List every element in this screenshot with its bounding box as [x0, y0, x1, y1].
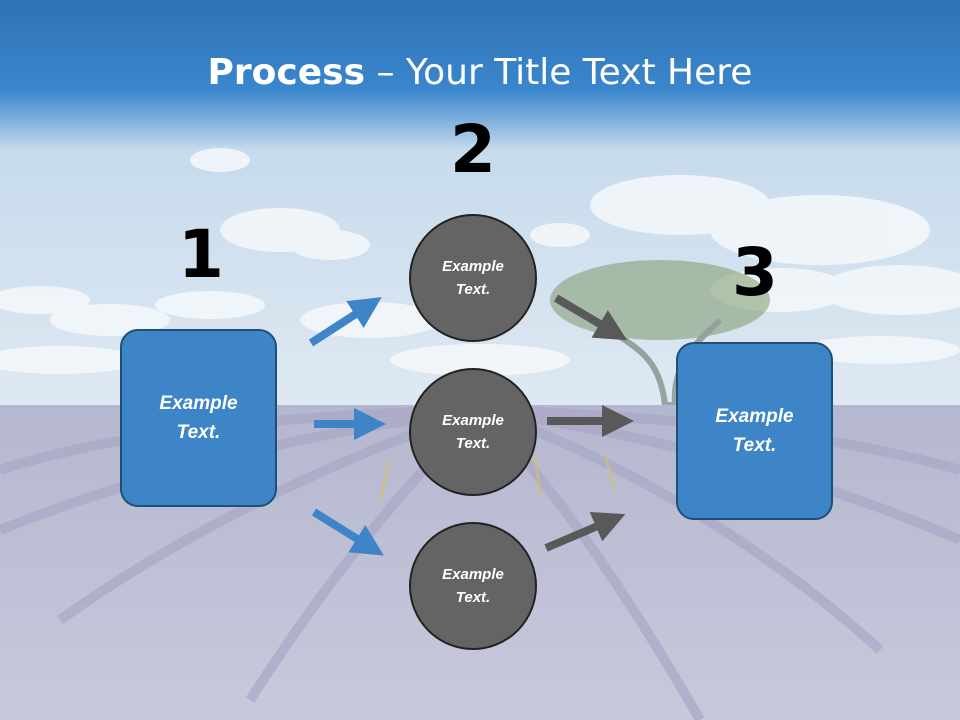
step-2-circle-middle-text: Example Text.: [442, 412, 504, 452]
step-number-2: 2: [450, 111, 496, 188]
step-2-circle-bottom: Example Text.: [409, 522, 537, 650]
step-2-circle-bottom-text: Example Text.: [442, 566, 504, 606]
step-2-circle-top-text: Example Text.: [442, 258, 504, 298]
arrow-1-to-2a: [308, 297, 382, 347]
step-1-box: Example Text.: [120, 329, 277, 507]
title-rest: – Your Title Text Here: [365, 52, 753, 93]
step-number-1: 1: [178, 216, 224, 293]
slide-title: Process – Your Title Text Here: [0, 52, 960, 93]
step-3-text: Example Text.: [715, 406, 794, 456]
step-2-circle-top: Example Text.: [409, 214, 537, 342]
step-1-text: Example Text.: [159, 393, 238, 443]
step-number-3: 3: [732, 234, 778, 311]
step-2-circle-middle: Example Text.: [409, 368, 537, 496]
step-3-box: Example Text.: [676, 342, 833, 520]
title-bold: Process: [207, 52, 366, 93]
arrow-1-to-2c: [311, 508, 384, 556]
title-bar: [0, 0, 960, 150]
arrow-2a-to-3: [553, 294, 628, 341]
arrow-2c-to-3: [544, 511, 626, 552]
